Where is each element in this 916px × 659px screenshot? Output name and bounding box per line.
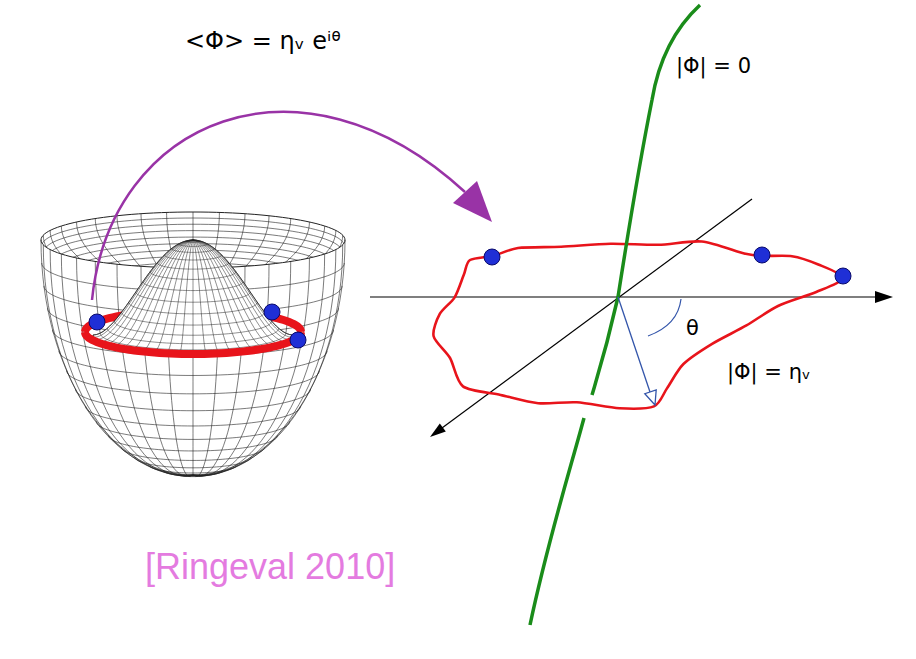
mesh-line: [193, 240, 264, 348]
axis-arrowhead: [875, 291, 893, 303]
mesh-line: [163, 470, 222, 475]
mesh-line: [109, 435, 278, 451]
vacuum-point: [290, 332, 306, 348]
mesh-line: [136, 292, 250, 302]
mesh-line: [93, 240, 193, 335]
citation: [Ringeval 2010]: [145, 546, 395, 587]
mesh-line: [193, 240, 243, 351]
core-label: |Φ| = 0: [676, 54, 751, 78]
potential-bowl: [41, 212, 345, 477]
mesh-line: [150, 272, 236, 280]
mesh-line: [94, 240, 193, 337]
mesh-line: [193, 240, 219, 352]
mesh-line: [86, 406, 301, 426]
mesh-line: [193, 240, 254, 349]
mesh-line: [149, 465, 237, 473]
mesh-line: [132, 240, 193, 349]
mesh-line: [106, 240, 193, 344]
mesh-line: [178, 474, 208, 477]
vacuum-label: |Φ| = ηᵥ: [727, 360, 811, 384]
hat-surface: [93, 240, 293, 353]
vacuum-points: [484, 247, 851, 284]
mesh-line: [101, 240, 193, 342]
mesh-line: [107, 328, 278, 343]
mesh-line: [143, 282, 243, 291]
mesh-line: [193, 240, 272, 346]
angle-arc: [648, 299, 681, 336]
mesh-line: [135, 457, 251, 468]
vacuum-point: [754, 247, 770, 263]
vacuum-point: [264, 304, 280, 320]
mesh-line: [122, 240, 193, 348]
vector-arrowhead: [645, 390, 656, 405]
mapping-arrow: [92, 112, 465, 300]
mesh-line: [67, 371, 320, 394]
string-core: [530, 5, 700, 625]
vacuum-point: [835, 268, 851, 284]
phase-vector: [618, 297, 650, 392]
mesh-line: [179, 244, 208, 247]
mesh-line: [121, 447, 264, 460]
mesh-line: [164, 255, 221, 260]
mesh-line: [143, 240, 193, 351]
angle-label: θ: [686, 316, 699, 340]
mesh-line: [193, 240, 194, 353]
mesh-line: [186, 241, 200, 242]
axis-arrowhead: [430, 423, 446, 437]
mesh-line: [122, 312, 265, 325]
vacuum-loop: [433, 241, 843, 408]
mesh-line: [157, 263, 228, 269]
vacuum-ring: [85, 332, 301, 354]
mesh-line: [97, 422, 290, 440]
vacuum-point: [484, 249, 500, 265]
mesh-line: [114, 321, 271, 335]
mesh-line: [172, 249, 215, 253]
mesh-line: [76, 389, 311, 411]
mesh-line: [193, 240, 206, 353]
mesh-line: [129, 302, 258, 314]
field-vev: <Φ> = ηᵥ eⁱᶿ: [185, 28, 341, 56]
mesh-line: [114, 240, 193, 346]
mapping-arrowhead: [453, 181, 492, 222]
vacuum-point: [89, 314, 105, 330]
